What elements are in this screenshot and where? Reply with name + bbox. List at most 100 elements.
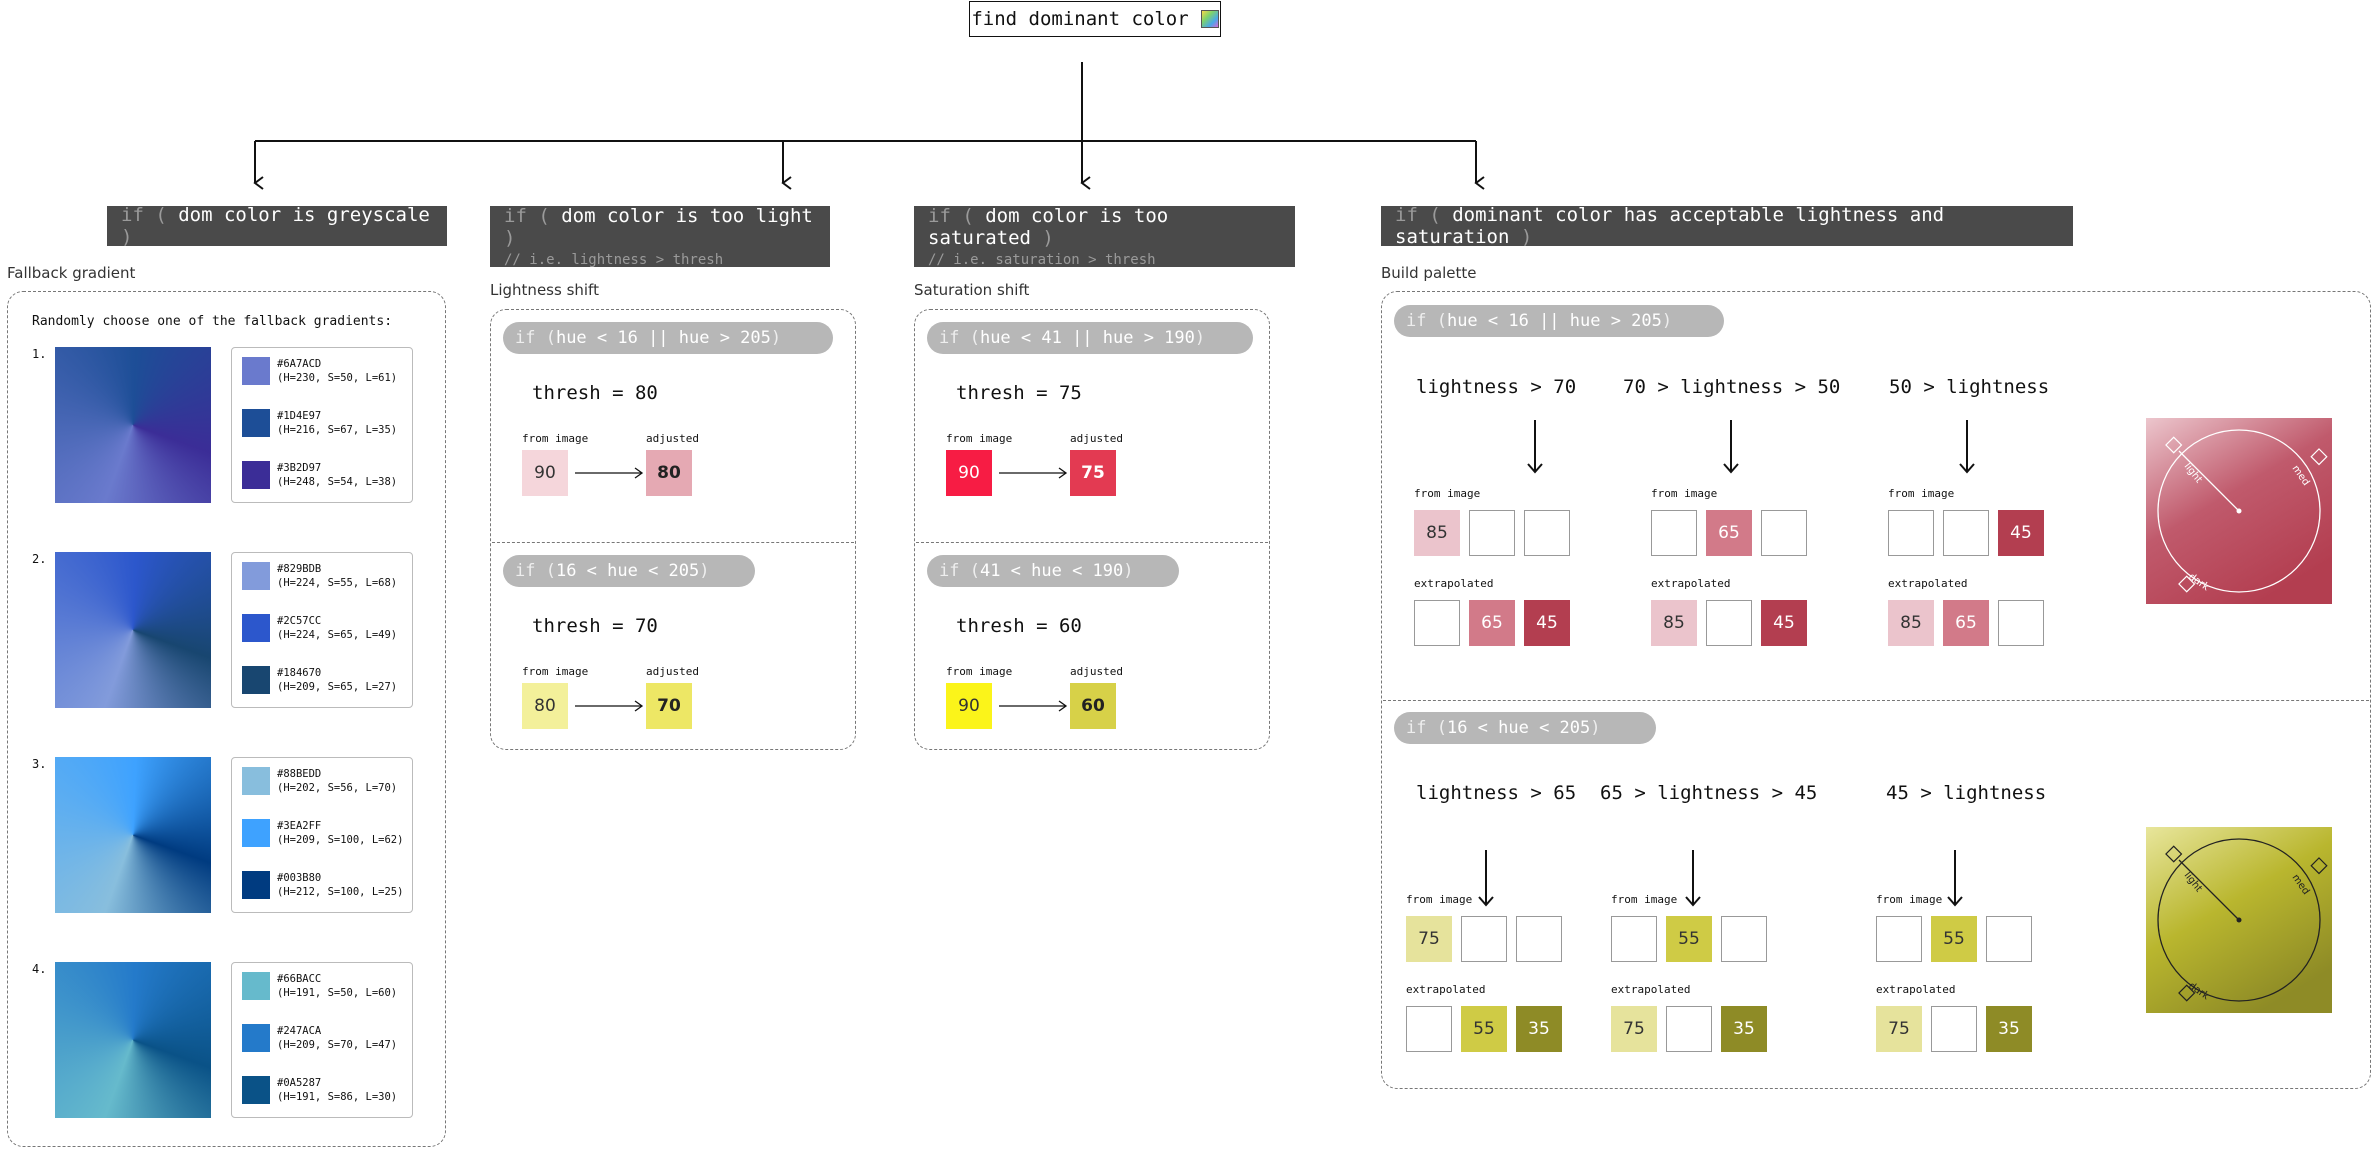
color-palette-icon bbox=[1200, 10, 1219, 28]
gradient-number: 2. bbox=[32, 552, 47, 566]
greyscale-condition: if ( dom color is greyscale ) bbox=[107, 204, 447, 248]
adjusted-swatch: 80 bbox=[646, 450, 692, 496]
pill-condition: 16 < hue < 205 bbox=[1446, 718, 1591, 738]
adjusted-label: adjusted bbox=[1070, 665, 1123, 678]
swatch-hex: #247ACA bbox=[277, 1025, 322, 1037]
pill-condition: 16 < hue < 205 bbox=[555, 561, 700, 581]
greyscale-condition-text: dom color is greyscale bbox=[178, 204, 430, 226]
shift-arrow bbox=[999, 700, 1068, 712]
pill-paren-close: ) bbox=[1194, 328, 1206, 348]
swatch-hsl: (H=216, S=67, L=35) bbox=[277, 424, 398, 436]
extrapolated-swatch: 45 bbox=[1524, 600, 1570, 646]
color-swatch bbox=[242, 562, 270, 590]
saturation-shift-panel bbox=[914, 309, 1270, 750]
swatch-hex: #184670 bbox=[277, 667, 322, 679]
swatch-hex: #0A5287 bbox=[277, 1077, 322, 1089]
empty-swatch bbox=[1876, 916, 1922, 962]
from-image-label: from image bbox=[522, 665, 589, 678]
pill-condition: hue < 16 || hue > 205 bbox=[1446, 311, 1662, 331]
pill-paren-close: ) bbox=[770, 328, 782, 348]
acceptable-condition: if ( dominant color has acceptable light… bbox=[1381, 204, 2073, 248]
empty-swatch bbox=[1666, 1006, 1712, 1052]
lightness-range: lightness > 65 bbox=[1416, 782, 1577, 804]
lightness-range: 65 > lightness > 45 bbox=[1600, 782, 1818, 804]
from-image-label: from image bbox=[1876, 893, 1943, 906]
acceptable-condition-text: dominant color has acceptable lightness … bbox=[1395, 204, 1945, 248]
color-swatch bbox=[242, 1076, 270, 1104]
threshold: thresh = 60 bbox=[956, 615, 1082, 637]
swatch-hsl: (H=248, S=54, L=38) bbox=[277, 476, 398, 488]
swatch-hex: #88BEDD bbox=[277, 768, 322, 780]
extrapolated-label: extrapolated bbox=[1651, 577, 1731, 590]
color-swatch bbox=[242, 461, 270, 489]
from-image-swatch: 45 bbox=[1998, 510, 2044, 556]
color-swatch bbox=[242, 819, 270, 847]
fallback-gradient-panel bbox=[7, 291, 446, 1147]
swatch-hsl: (H=209, S=70, L=47) bbox=[277, 1039, 398, 1051]
extrapolated-swatch: 55 bbox=[1461, 1006, 1507, 1052]
color-swatch bbox=[242, 409, 270, 437]
fallback-gradient-label: Fallback gradient bbox=[7, 264, 136, 282]
gradient-number: 3. bbox=[32, 757, 47, 771]
too-saturated-condition-text: dom color is too saturated bbox=[928, 205, 1169, 249]
empty-swatch bbox=[1461, 916, 1507, 962]
build-palette-divider bbox=[1383, 700, 2369, 701]
too-light-condition-text: dom color is too light bbox=[561, 205, 813, 227]
from-image-swatch: 75 bbox=[1406, 916, 1452, 962]
too-light-condition: if ( dom color is too light ) // i.e. li… bbox=[490, 205, 830, 268]
extrapolated-swatch: 65 bbox=[1469, 600, 1515, 646]
pill-paren-open: if ( bbox=[515, 561, 556, 581]
from-image-label: from image bbox=[1611, 893, 1678, 906]
threshold: thresh = 80 bbox=[532, 382, 658, 404]
extrapolated-label: extrapolated bbox=[1888, 577, 1968, 590]
case-pill: if ( hue < 41 || hue > 190 ) bbox=[927, 322, 1253, 354]
swatch-hsl: (H=230, S=50, L=61) bbox=[277, 372, 398, 384]
adjusted-swatch: 60 bbox=[1070, 683, 1116, 729]
from-image-label: from image bbox=[1651, 487, 1718, 500]
extrapolated-label: extrapolated bbox=[1406, 983, 1486, 996]
extrapolated-label: extrapolated bbox=[1876, 983, 1956, 996]
gradient-preview bbox=[55, 552, 211, 708]
color-swatch bbox=[242, 767, 270, 795]
case-pill: if ( 41 < hue < 190 ) bbox=[927, 555, 1179, 587]
from-image-label: from image bbox=[1406, 893, 1473, 906]
swatch-hex: #2C57CC bbox=[277, 615, 322, 627]
from-image-label: from image bbox=[946, 665, 1013, 678]
pill-paren-close: ) bbox=[699, 561, 710, 581]
swatch-hex: #66BACC bbox=[277, 973, 322, 985]
empty-swatch bbox=[1706, 600, 1752, 646]
from-image-swatch: 90 bbox=[946, 450, 992, 496]
root-title: find dominant color bbox=[971, 8, 1189, 30]
lightness-shift-panel bbox=[490, 309, 856, 750]
gradient-number: 4. bbox=[32, 962, 47, 976]
empty-swatch bbox=[1998, 600, 2044, 646]
extrapolated-swatch: 85 bbox=[1888, 600, 1934, 646]
from-image-swatch: 55 bbox=[1931, 916, 1977, 962]
from-image-swatch: 90 bbox=[946, 683, 992, 729]
shift-arrow bbox=[575, 700, 644, 712]
down-arrow bbox=[1527, 420, 1543, 474]
down-arrow bbox=[1685, 850, 1701, 907]
root-node: find dominant color bbox=[969, 1, 1221, 37]
build-palette-panel bbox=[1381, 291, 2371, 1089]
down-arrow bbox=[1723, 420, 1739, 474]
extrapolated-swatch: 35 bbox=[1721, 1006, 1767, 1052]
empty-swatch bbox=[1469, 510, 1515, 556]
pill-paren-close: ) bbox=[1661, 311, 1673, 331]
color-swatch bbox=[242, 871, 270, 899]
from-image-swatch: 80 bbox=[522, 683, 568, 729]
color-swatch bbox=[242, 614, 270, 642]
swatch-hsl: (H=212, S=100, L=25) bbox=[277, 886, 404, 898]
threshold: thresh = 75 bbox=[956, 382, 1082, 404]
empty-swatch bbox=[1524, 510, 1570, 556]
swatch-hsl: (H=224, S=65, L=49) bbox=[277, 629, 398, 641]
pill-paren-open: if ( bbox=[939, 561, 980, 581]
from-image-swatch: 85 bbox=[1414, 510, 1460, 556]
swatch-hex: #6A7ACD bbox=[277, 358, 322, 370]
tree-connectors bbox=[253, 62, 1485, 190]
extrapolated-swatch: 65 bbox=[1943, 600, 1989, 646]
down-arrow bbox=[1478, 850, 1494, 907]
too-light-comment: // i.e. lightness > thresh bbox=[504, 252, 724, 268]
too-saturated-condition: if ( dom color is too saturated ) // i.e… bbox=[914, 205, 1295, 268]
